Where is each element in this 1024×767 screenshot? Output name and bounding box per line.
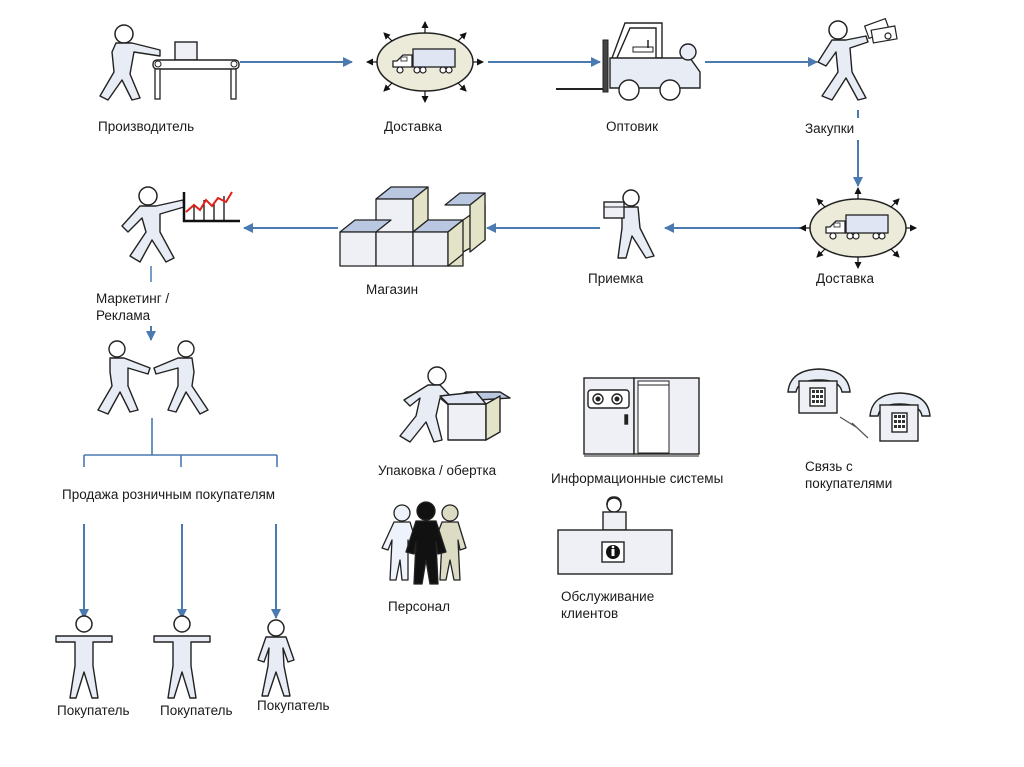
telephones-icon [787,368,931,442]
truck-hub-icon [800,188,916,268]
staff-group-icon [381,501,467,585]
worker-conveyor-icon [99,24,240,101]
flow-arrows [79,57,863,619]
label-retail: Продажа розничным покупателям [62,487,276,502]
person-chart-icon [121,186,240,263]
label-delivery-1: Доставка [384,119,442,134]
forklift-icon [556,22,701,101]
store-node[interactable] [339,186,486,267]
info-systems-node[interactable] [583,377,700,457]
customer-service-node[interactable] [557,496,673,575]
label-purchasing: Закупки [805,120,855,137]
label-staff: Персонал [388,599,450,614]
chart-trend-line [185,191,233,213]
customer-icon [55,615,113,699]
label-delivery-2: Доставка [816,271,874,286]
label-packaging: Упаковка / обертка [378,463,497,478]
label-customer-3: Покупатель [257,698,330,713]
person-packing-box-icon [399,366,511,443]
customer-icon [153,615,211,699]
delivery-node-1[interactable] [367,22,483,102]
marketing-node[interactable] [121,186,240,263]
label-receiving: Приемка [588,271,644,286]
label-customer-comm: Связь с покупателями [805,458,892,492]
label-customer-comm-line2: покупателями [805,476,893,491]
wholesaler-node[interactable] [556,22,701,101]
server-cabinet-icon [583,377,700,457]
receiving-node[interactable] [603,189,655,259]
retail-node[interactable] [97,340,209,415]
customer-comm-node[interactable] [787,368,931,442]
label-marketing-line2: Реклама [96,308,151,323]
delivery-node-2[interactable] [800,188,916,268]
customer-icon [257,619,295,697]
label-wholesaler: Оптовик [606,119,658,134]
producer-node[interactable] [99,24,240,101]
label-customer-2: Покупатель [160,703,233,718]
label-producer: Производитель [98,119,195,134]
handshake-people-icon [97,340,209,415]
help-desk-icon [557,496,673,575]
label-customer-1: Покупатель [57,703,130,718]
staff-node[interactable] [381,501,467,585]
stacked-boxes-icon [339,186,486,267]
label-customer-service-line2: клиентов [561,606,619,621]
purchasing-node[interactable] [817,17,898,101]
label-customer-comm-line1: Связь с [805,459,853,474]
label-store: Магазин [366,282,419,297]
customer-node-3[interactable] [257,619,295,697]
person-money-icon [817,17,898,101]
label-marketing-line1: Маркетинг / [96,291,170,306]
person-carrying-box-icon [603,189,655,259]
customer-node-1[interactable] [55,615,113,699]
label-customer-service-line1: Обслуживание [561,589,655,604]
label-customer-service: Обслуживание клиентов [561,588,654,622]
customer-node-2[interactable] [153,615,211,699]
packaging-node[interactable] [399,366,511,443]
truck-hub-icon [367,22,483,102]
label-info-systems: Информационные системы [551,471,724,486]
label-marketing: Маркетинг / Реклама [96,290,169,324]
